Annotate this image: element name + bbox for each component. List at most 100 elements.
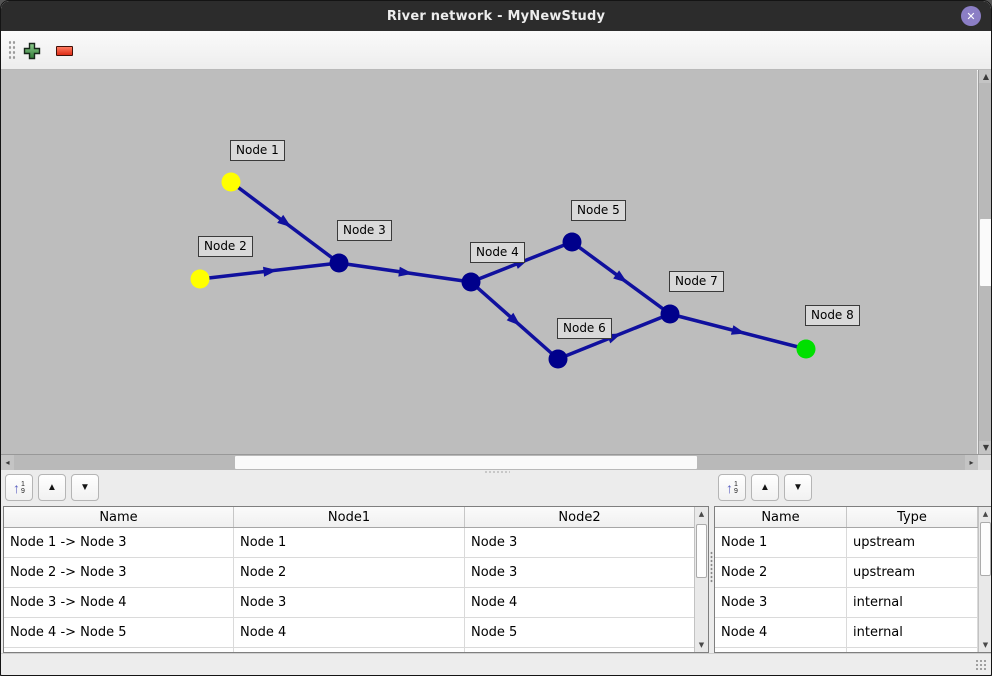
- table-cell: internal: [847, 618, 978, 647]
- node-label[interactable]: Node 4: [470, 242, 525, 263]
- remove-node-button[interactable]: [52, 40, 76, 62]
- scroll-right-icon[interactable]: ▸: [965, 455, 978, 470]
- table-cell: Node 3: [234, 588, 465, 617]
- table-cell: Node 2 -> Node 3: [4, 558, 234, 587]
- scroll-up-icon[interactable]: ▲: [982, 510, 989, 518]
- triangle-up-icon: ▲: [760, 481, 770, 493]
- horizontal-scroll-thumb[interactable]: [235, 456, 697, 469]
- node-label[interactable]: Node 5: [571, 200, 626, 221]
- add-node-button[interactable]: [20, 40, 44, 62]
- table-cell: Node 4: [465, 588, 695, 617]
- table-cell: Node 1 -> Node 3: [4, 528, 234, 557]
- toolbar-drag-handle[interactable]: [8, 40, 16, 61]
- column-header-node2[interactable]: Node2: [465, 507, 695, 527]
- table-cell: upstream: [847, 558, 978, 587]
- status-bar: [1, 653, 991, 675]
- river-node[interactable]: [562, 232, 582, 252]
- nodes-scroll-thumb[interactable]: [980, 522, 991, 576]
- table-cell: [715, 648, 847, 652]
- river-node[interactable]: [548, 349, 568, 369]
- splitter-grip-icon: [484, 471, 510, 473]
- table-cell: Node 2: [234, 558, 465, 587]
- vertical-scroll-thumb[interactable]: [980, 219, 991, 286]
- triangle-down-icon: ▼: [80, 481, 90, 493]
- main-toolbar: [1, 31, 991, 70]
- river-node[interactable]: [329, 253, 349, 273]
- triangle-up-icon: ▲: [47, 481, 57, 493]
- scrollbar-corner: [978, 454, 991, 470]
- node-label[interactable]: Node 7: [669, 271, 724, 292]
- links-scroll-thumb[interactable]: [696, 524, 707, 578]
- resize-grip-icon[interactable]: [975, 659, 988, 672]
- table-cell: Node 1: [234, 528, 465, 557]
- river-network-canvas[interactable]: Node 1 Node 2 Node 3 Node 4 Node 5 Node 6 Node…: [1, 70, 977, 454]
- nodes-move-down-button[interactable]: ▼: [784, 474, 812, 501]
- table-row[interactable]: [715, 648, 991, 652]
- links-move-down-button[interactable]: ▼: [71, 474, 99, 501]
- network-diagram: [190, 172, 816, 369]
- column-header-node1[interactable]: Node1: [234, 507, 465, 527]
- title-bar[interactable]: River network - MyNewStudy ✕: [1, 1, 991, 31]
- links-move-up-button[interactable]: ▲: [38, 474, 66, 501]
- node-label[interactable]: Node 2: [198, 236, 253, 257]
- table-cell: Node 4: [234, 618, 465, 647]
- river-node[interactable]: [660, 304, 680, 324]
- flow-arrow-icon: [263, 266, 278, 277]
- scroll-down-icon[interactable]: ▼: [979, 441, 991, 454]
- river-node[interactable]: [796, 339, 816, 359]
- table-cell: Node 4: [715, 618, 847, 647]
- nodes-move-up-button[interactable]: ▲: [751, 474, 779, 501]
- table-cell: Node 3: [715, 588, 847, 617]
- flow-arrow-icon: [613, 270, 628, 283]
- minus-icon: [55, 46, 73, 56]
- node-label[interactable]: Node 8: [805, 305, 860, 326]
- node-label[interactable]: Node 3: [337, 220, 392, 241]
- scroll-down-icon[interactable]: ▼: [698, 641, 705, 649]
- scroll-up-icon[interactable]: ▲: [979, 70, 991, 83]
- table-cell: Node 3: [465, 528, 695, 557]
- horizontal-splitter[interactable]: [1, 470, 991, 474]
- canvas-horizontal-scrollbar[interactable]: ◂ ▸: [1, 454, 978, 470]
- column-header-name[interactable]: Name: [715, 507, 847, 527]
- scroll-down-icon[interactable]: ▼: [982, 641, 989, 649]
- scroll-left-icon[interactable]: ◂: [1, 455, 14, 470]
- river-node[interactable]: [461, 272, 481, 292]
- nodes-table-scrollbar[interactable]: ▲ ▼: [978, 507, 991, 652]
- column-header-name[interactable]: Name: [4, 507, 234, 527]
- table-cell: Node 4 -> Node 5: [4, 618, 234, 647]
- table-cell: Node 3: [465, 558, 695, 587]
- links-table-scrollbar[interactable]: ▲ ▼: [694, 507, 708, 652]
- canvas-vertical-scrollbar[interactable]: ▲ ▼: [978, 70, 991, 454]
- table-cell: Node 5: [465, 618, 695, 647]
- node-label[interactable]: Node 1: [230, 140, 285, 161]
- node-label[interactable]: Node 6: [557, 318, 612, 339]
- table-cell: [847, 648, 978, 652]
- table-cell: Node 1: [715, 528, 847, 557]
- window-title: River network - MyNewStudy: [386, 8, 606, 24]
- vertical-splitter[interactable]: [710, 551, 713, 583]
- river-node[interactable]: [221, 172, 241, 192]
- river-node[interactable]: [190, 269, 210, 289]
- close-button[interactable]: ✕: [961, 6, 981, 26]
- flow-arrow-icon: [506, 312, 521, 326]
- column-header-type[interactable]: Type: [847, 507, 978, 527]
- scroll-up-icon[interactable]: ▲: [698, 510, 705, 518]
